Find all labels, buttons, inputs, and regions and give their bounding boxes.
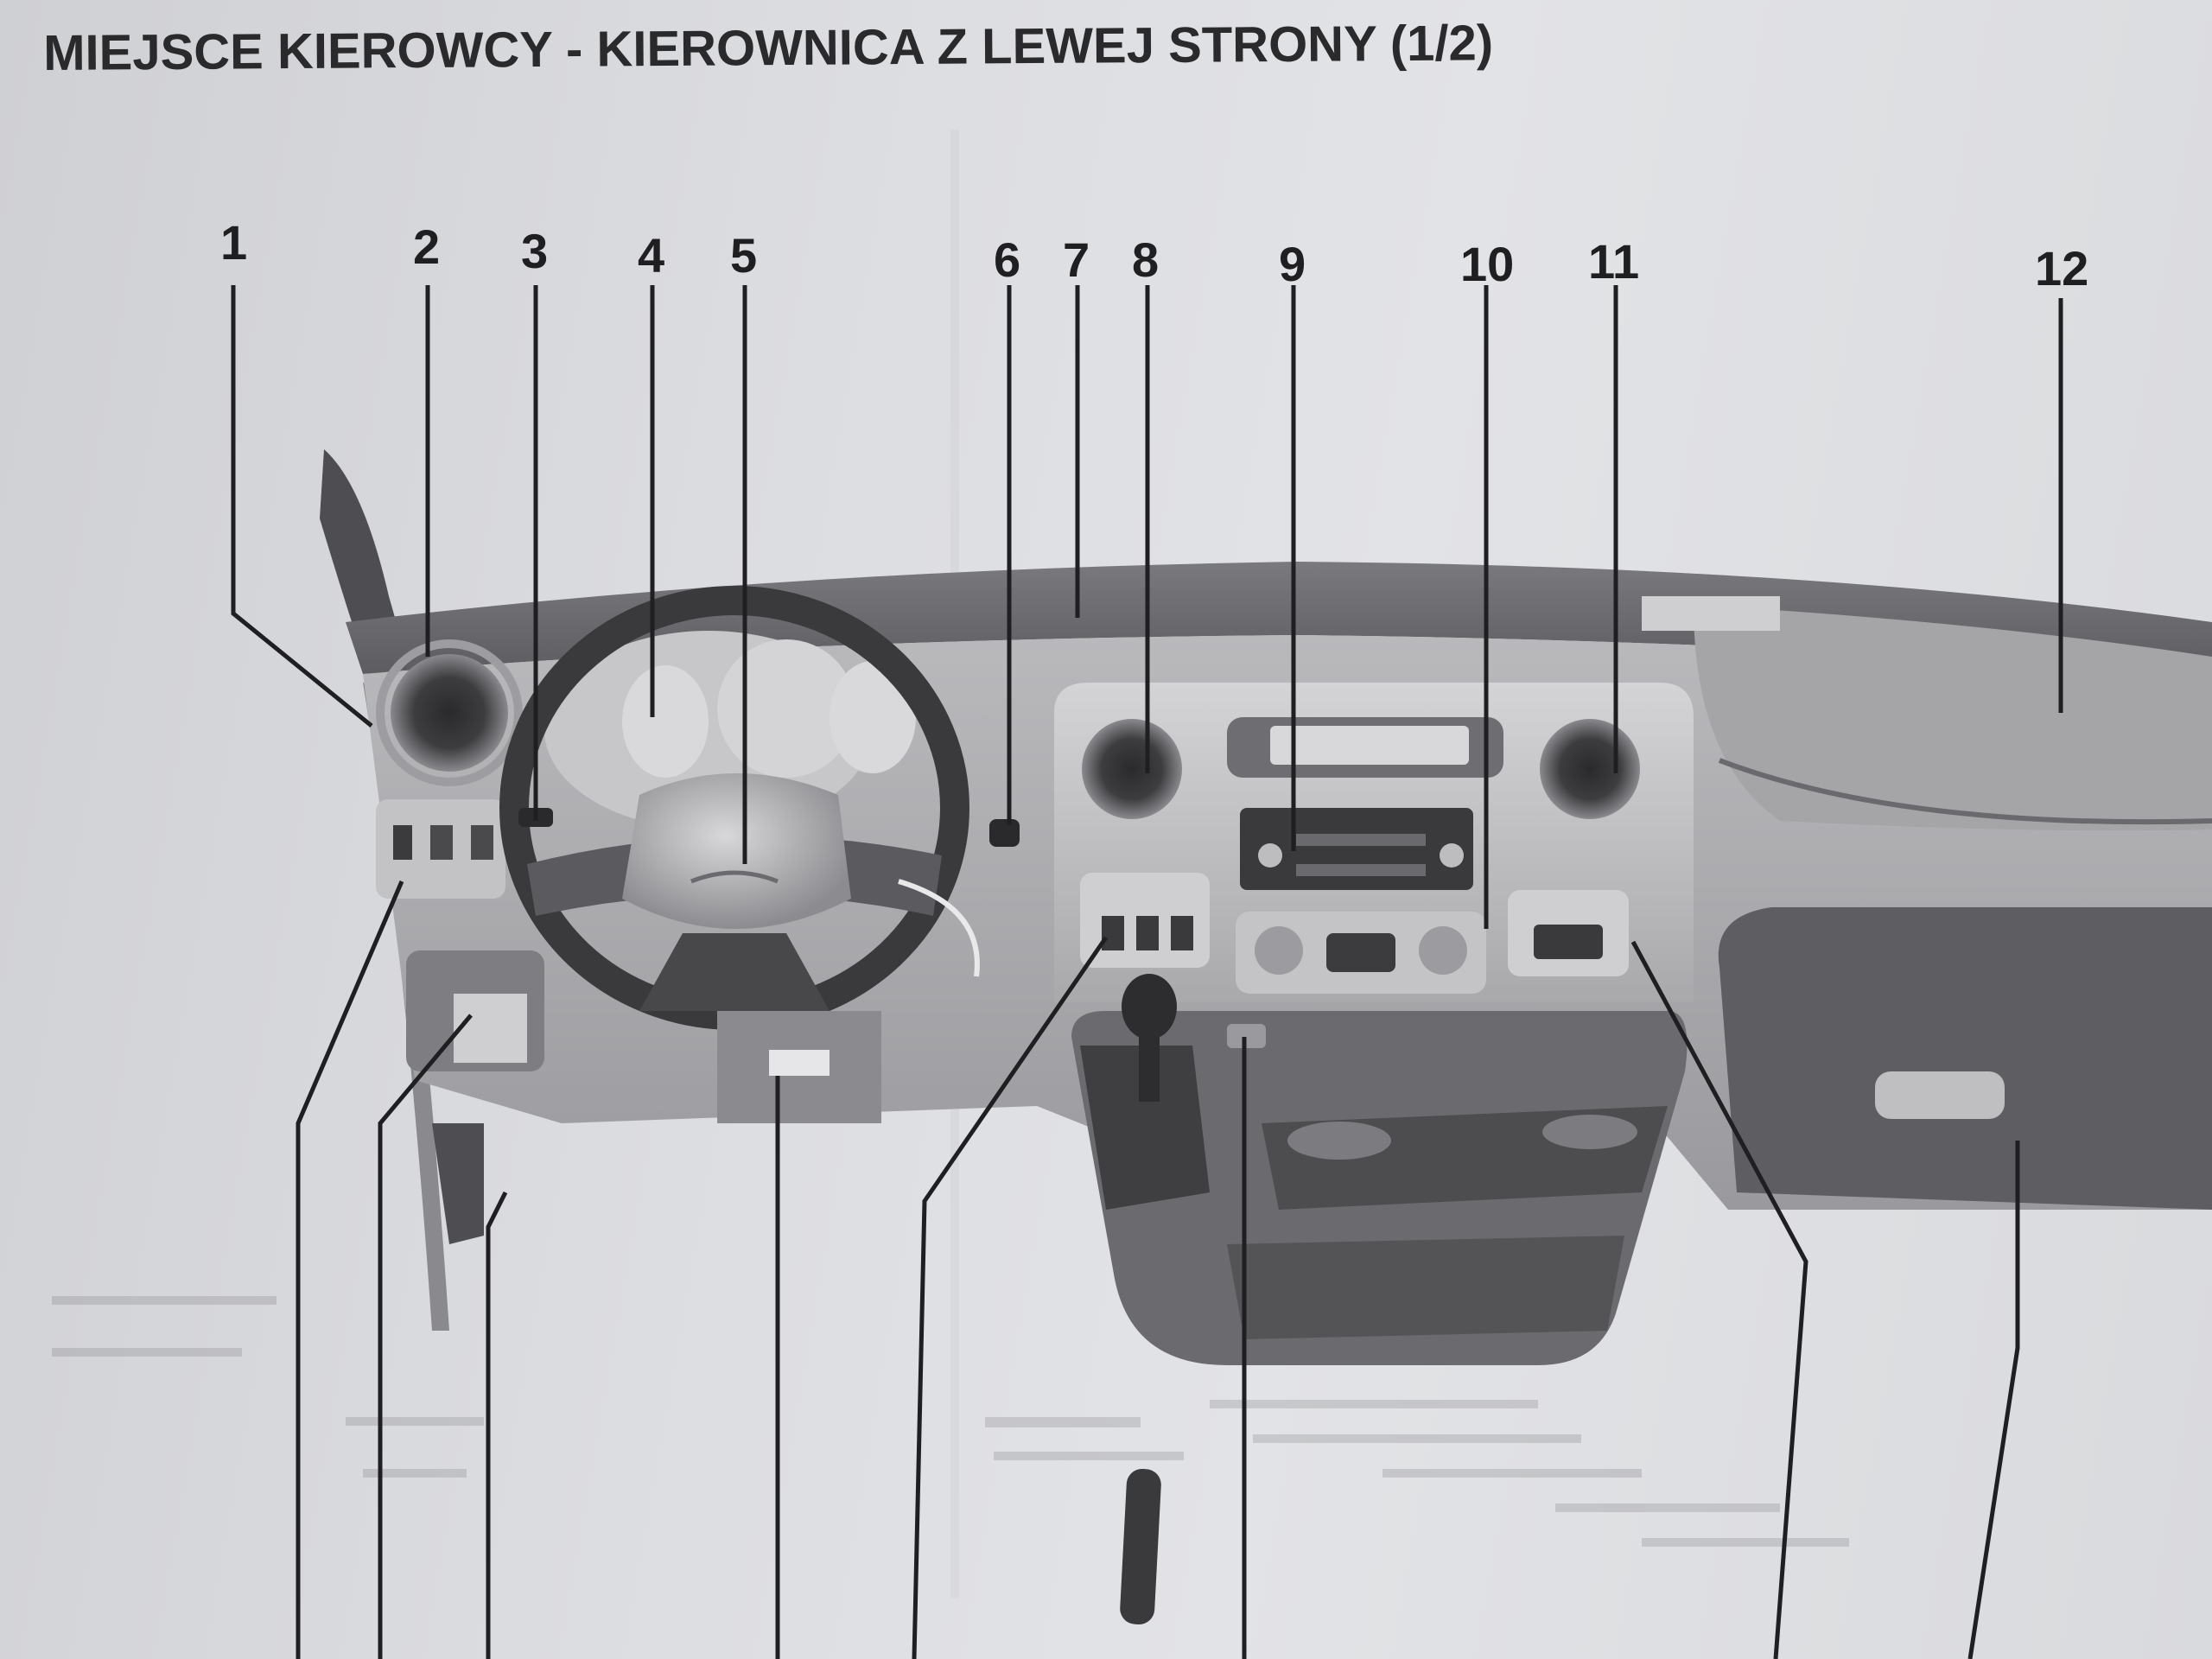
console-button [1227, 1024, 1266, 1048]
left-air-vent [391, 654, 508, 772]
passenger-panel [1694, 605, 2212, 831]
callout-5: 5 [730, 228, 757, 283]
callout-7: 7 [1063, 232, 1090, 287]
callout-9: 9 [1279, 237, 1306, 291]
callout-6: 6 [994, 232, 1020, 287]
callout-3: 3 [521, 224, 548, 278]
callout-lines-bottom [296, 880, 2020, 1659]
gear-knob [1122, 974, 1177, 1039]
pedal [769, 1050, 830, 1076]
callout-4: 4 [638, 228, 664, 283]
callout-8: 8 [1132, 232, 1159, 287]
callout-numbers: 1 2 3 4 5 6 7 8 9 10 11 12 [220, 215, 2088, 296]
steering-lower-spoke [639, 933, 830, 1011]
callout-2: 2 [413, 219, 440, 274]
callout-12: 12 [2035, 241, 2088, 296]
center-left-vent [1082, 719, 1182, 819]
center-right-vent [1540, 719, 1640, 819]
gear-boot [1080, 1046, 1210, 1210]
callout-lines-top [231, 285, 2063, 929]
airbag-hub [622, 773, 851, 929]
glovebox-handle [1875, 1071, 2005, 1119]
handbrake [1120, 1468, 1161, 1625]
callout-1: 1 [220, 215, 247, 270]
glovebox [1718, 907, 2212, 1210]
callout-11: 11 [1588, 234, 1639, 289]
glovebox-line [1718, 758, 2212, 825]
callout-10: 10 [1460, 237, 1514, 291]
